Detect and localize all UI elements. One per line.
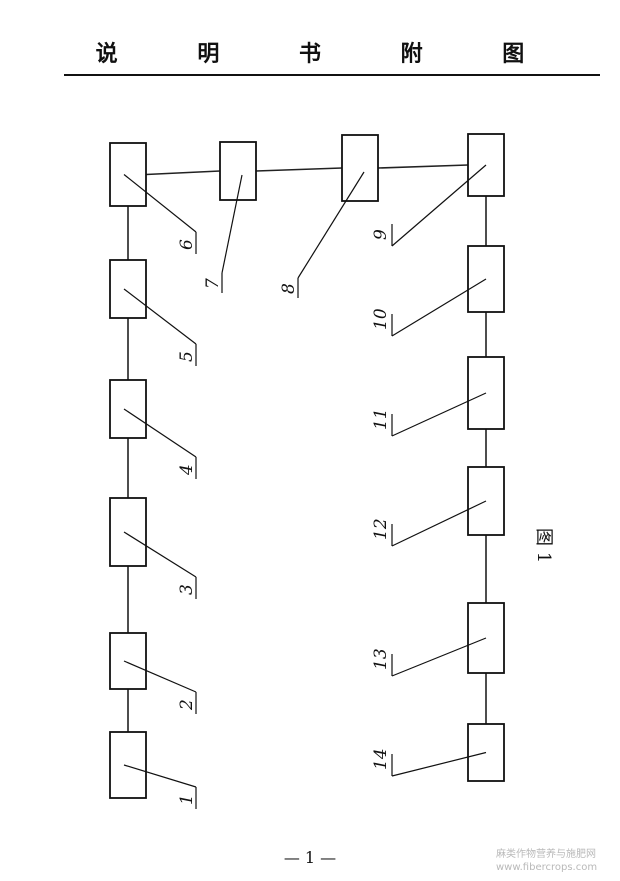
component-label-14: 14 <box>371 748 391 770</box>
component-label-8: 8 <box>279 283 299 294</box>
component-label-6: 6 <box>177 239 197 250</box>
component-box-10 <box>467 245 505 313</box>
leader-line-10 <box>391 278 487 337</box>
connector-7-8 <box>255 167 343 172</box>
component-label-1: 1 <box>177 794 197 805</box>
component-label-2: 2 <box>177 699 197 711</box>
component-box-3 <box>109 497 147 567</box>
component-label-3: 3 <box>177 584 197 595</box>
component-label-7: 7 <box>203 278 223 289</box>
leader-line-14 <box>391 751 487 777</box>
connector-8-9 <box>377 164 469 169</box>
watermark: 麻类作物营养与施肥网 www.fibercrops.com <box>496 848 616 874</box>
leader-line-13 <box>391 637 487 677</box>
component-box-5 <box>109 259 147 319</box>
title-divider <box>64 74 600 76</box>
component-label-5: 5 <box>177 351 197 362</box>
component-box-6 <box>109 142 147 207</box>
component-layer <box>109 133 505 799</box>
page-title: 说 明 书 附 图 <box>95 42 561 67</box>
leader-line-5 <box>123 288 197 345</box>
component-box-1 <box>109 731 147 799</box>
component-label-13: 13 <box>371 648 391 670</box>
component-box-2 <box>109 632 147 690</box>
leader-line-11 <box>391 392 487 437</box>
component-label-9: 9 <box>371 229 391 240</box>
leader-line-12 <box>391 500 487 547</box>
leader-line-1 <box>123 764 197 788</box>
leader-line-6 <box>123 174 197 233</box>
watermark-line1: 麻类作物营养与施肥网 <box>496 849 596 860</box>
connector-6-7 <box>145 170 221 176</box>
component-box-4 <box>109 379 147 439</box>
connection-layer <box>127 164 487 732</box>
leader-line-2 <box>123 660 197 693</box>
component-box-8 <box>341 134 379 202</box>
leader-line-3 <box>123 531 197 578</box>
leader-line-7 <box>221 174 243 274</box>
figure-caption: 图 1 <box>533 528 554 563</box>
component-label-11: 11 <box>371 408 391 430</box>
leader-line-4 <box>123 408 197 458</box>
component-label-12: 12 <box>371 518 391 540</box>
watermark-line2: www.fibercrops.com <box>496 862 598 873</box>
component-label-4: 4 <box>177 464 197 476</box>
component-label-10: 10 <box>371 308 391 330</box>
leader-line-8 <box>297 171 365 279</box>
leader-line-9 <box>391 164 487 247</box>
component-box-7 <box>219 141 257 201</box>
page-number: — 1 — <box>283 848 337 867</box>
